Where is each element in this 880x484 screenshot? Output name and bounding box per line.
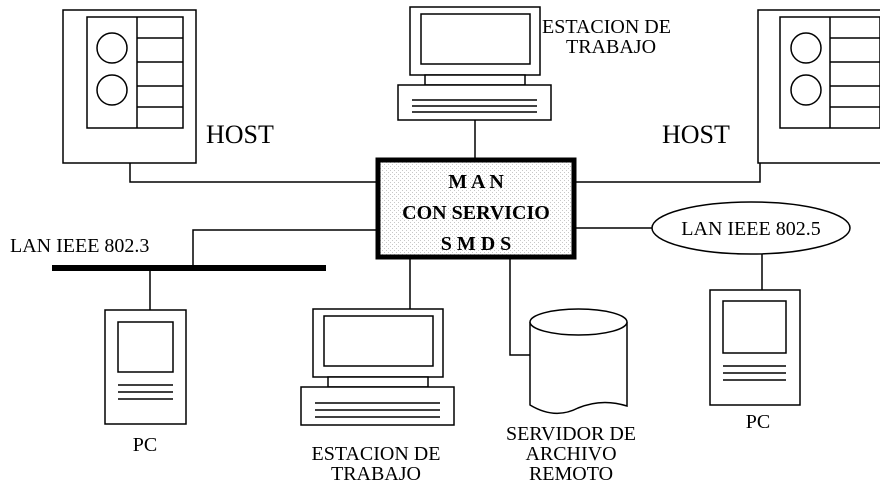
man-node: M A N CON SERVICIO S M D S xyxy=(375,157,577,260)
man-box xyxy=(375,157,577,260)
workstation-bottom xyxy=(300,308,455,426)
file-server-label-line2: ARCHIVO xyxy=(525,443,616,465)
monitor-screen xyxy=(323,315,434,367)
disk-icon xyxy=(96,32,128,64)
host-right-label: HOST xyxy=(662,120,730,149)
pc-right xyxy=(709,289,801,406)
man-line3: S M D S xyxy=(441,233,512,255)
disk-icon xyxy=(96,74,128,106)
keyboard-icon xyxy=(300,386,455,426)
link-host-left xyxy=(129,163,378,183)
disk-icon xyxy=(790,32,822,64)
database-icon xyxy=(529,322,628,414)
host-left-panel xyxy=(86,16,184,129)
connection-lines xyxy=(129,120,763,356)
keyboard-icon xyxy=(397,84,552,121)
pc-screen xyxy=(722,300,787,354)
man-line1: M A N xyxy=(448,171,504,193)
pc-screen xyxy=(117,321,174,373)
database-top xyxy=(529,308,628,336)
lan-left-label: LAN IEEE 802.3 xyxy=(10,235,149,257)
man-line2: CON SERVICIO xyxy=(402,202,550,224)
file-server xyxy=(529,308,628,414)
workstation-top xyxy=(397,6,552,121)
pc-right-label: PC xyxy=(746,411,770,433)
workstation-top-label-line2: TRABAJO xyxy=(566,36,656,58)
lan-right-label: LAN IEEE 802.5 xyxy=(681,218,820,240)
host-left-label: HOST xyxy=(206,120,274,149)
monitor-screen xyxy=(420,13,531,65)
link-file-server xyxy=(509,257,530,356)
link-host-right xyxy=(574,163,761,183)
host-left xyxy=(62,9,197,164)
file-server-label-line3: REMOTO xyxy=(529,463,613,484)
pc-left-label: PC xyxy=(133,434,157,456)
workstation-bottom-label-line2: TRABAJO xyxy=(331,463,421,484)
workstation-bottom-label-line1: ESTACION DE xyxy=(312,443,441,465)
disk-icon xyxy=(790,74,822,106)
link-lan-left xyxy=(192,229,378,268)
monitor-stand xyxy=(424,74,526,86)
host-right xyxy=(757,9,880,164)
file-server-label-line1: SERVIDOR DE xyxy=(506,423,636,445)
monitor-stand xyxy=(327,376,429,388)
lan-ring-802-5 xyxy=(651,201,851,255)
workstation-top-label-line1: ESTACION DE xyxy=(542,16,671,38)
pc-left xyxy=(104,309,187,425)
